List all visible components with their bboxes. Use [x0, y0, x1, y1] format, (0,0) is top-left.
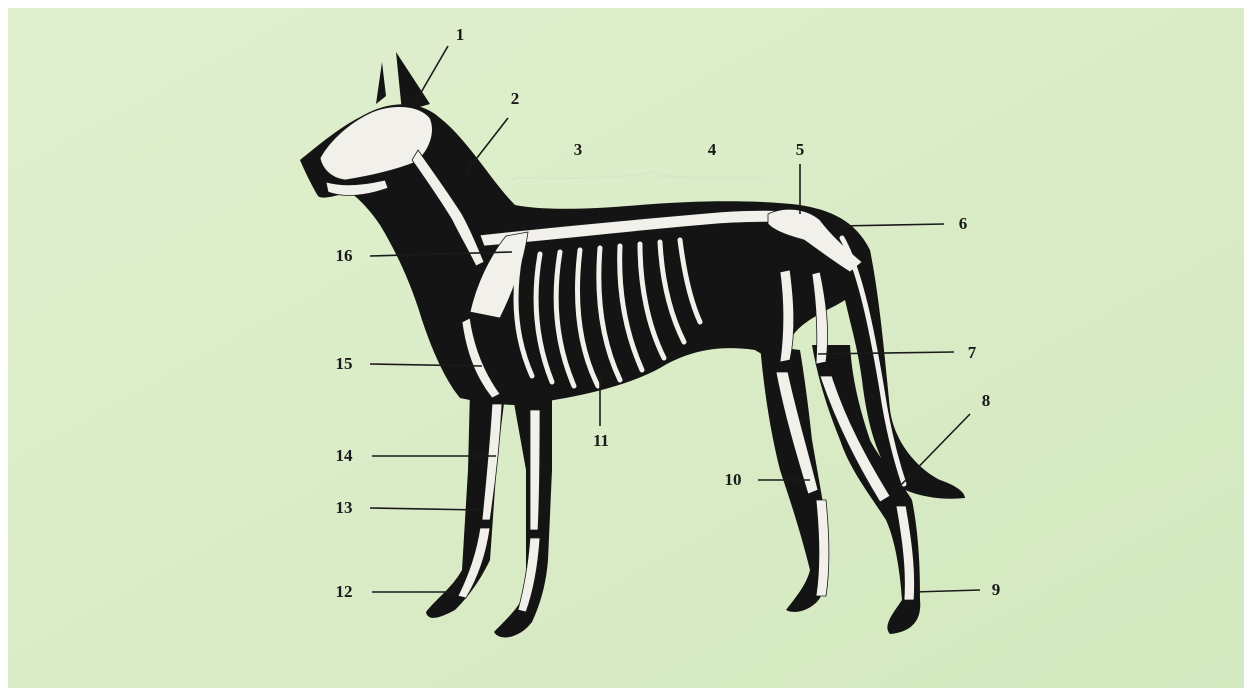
label-11: 11 [593, 431, 609, 450]
label-2: 2 [511, 89, 520, 108]
label-1: 1 [456, 25, 465, 44]
label-7: 7 [968, 343, 977, 362]
label-5: 5 [796, 140, 805, 159]
label-8: 8 [982, 391, 991, 410]
label-9: 9 [992, 580, 1001, 599]
label-13: 13 [336, 498, 353, 517]
label-15: 15 [336, 354, 353, 373]
label-6: 6 [959, 214, 968, 233]
label-12: 12 [336, 582, 353, 601]
label-3: 3 [574, 140, 583, 159]
label-16: 16 [336, 246, 353, 265]
label-4: 4 [708, 140, 717, 159]
label-10: 10 [725, 470, 742, 489]
radius-ulna-far [530, 410, 540, 530]
label-14: 14 [336, 446, 354, 465]
